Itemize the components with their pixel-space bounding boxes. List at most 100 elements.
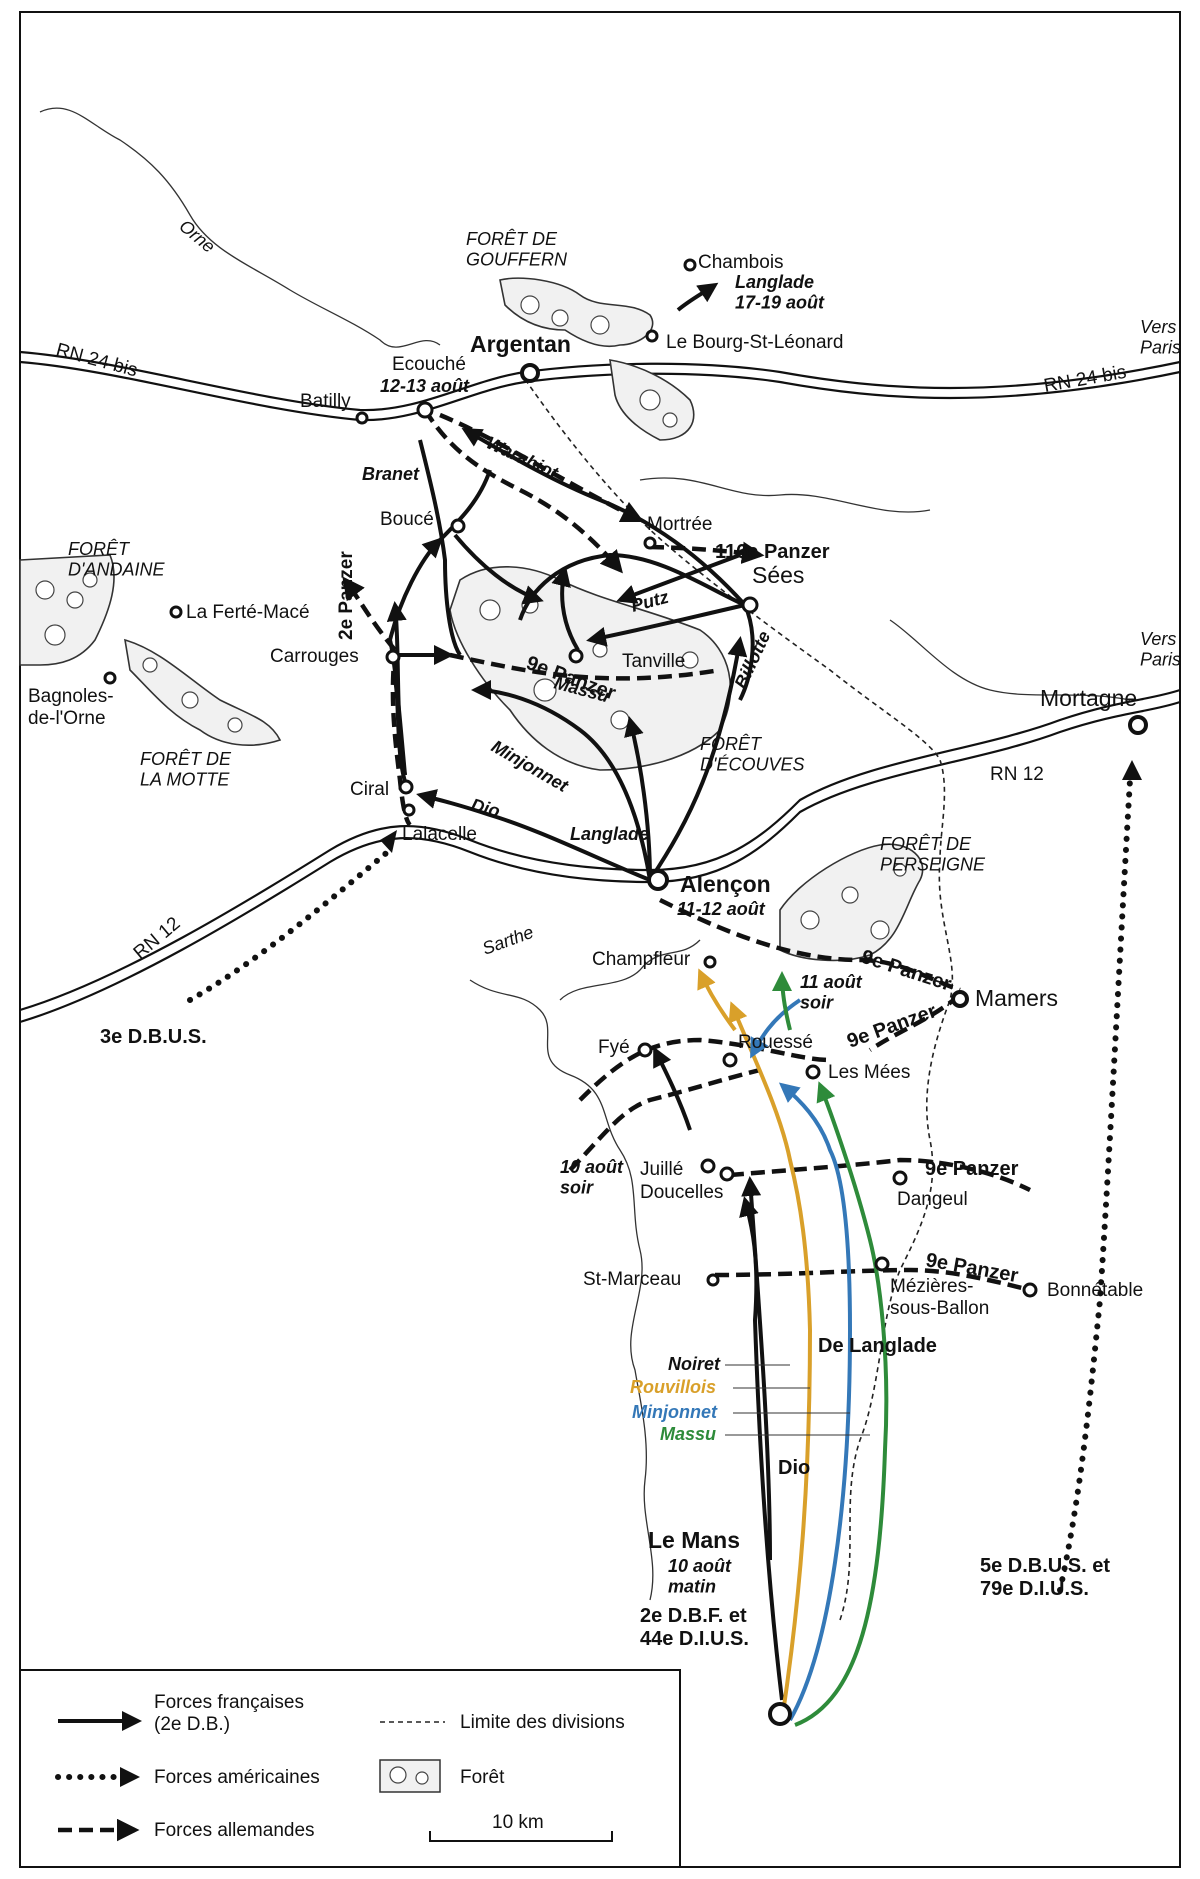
label-orne: Orne <box>175 216 219 257</box>
marker-lemans <box>768 1702 792 1726</box>
marker-mees <box>805 1064 821 1080</box>
column-key-minjonnet: Minjonnet <box>632 1402 718 1422</box>
cmd-langlade: Langlade <box>570 824 649 844</box>
label-mamers: Mamers <box>975 985 1058 1011</box>
unit-de-langlade: De Langlade <box>818 1335 937 1357</box>
legend-forest: Forêt <box>460 1767 505 1788</box>
label-sarthe: Sarthe <box>480 922 537 959</box>
marker-rouesse <box>722 1052 738 1068</box>
creek-east <box>889 619 1131 701</box>
marker-ciral <box>398 779 414 795</box>
marker-ferte <box>169 605 183 619</box>
rn24-road <box>19 350 1181 412</box>
french-moves <box>386 282 784 1701</box>
label-rn12-right: RN 12 <box>990 764 1044 785</box>
town-markers <box>103 258 1148 1726</box>
marker-bagnoles <box>103 671 117 685</box>
label-lemans: Le Mans <box>648 1527 740 1553</box>
legend: Forces françaises(2e D.B.) Forces améric… <box>19 1669 681 1868</box>
marker-alencon <box>647 869 669 891</box>
label-alencon: Alençon <box>680 871 771 897</box>
legend-french: Forces françaises(2e D.B.) <box>154 1692 304 1735</box>
marker-champfleur <box>703 955 717 969</box>
legend-limit: Limite des divisions <box>460 1712 625 1733</box>
marker-doucelles <box>719 1166 735 1182</box>
unit-3e-dbus: 3e D.B.U.S. <box>100 1026 207 1048</box>
sarthe-river <box>469 979 654 1601</box>
marker-chambois <box>683 258 697 272</box>
label-rn24-right: RN 24 bis <box>1042 362 1128 397</box>
marker-bonnetable <box>1022 1282 1038 1298</box>
rn24-road-2 <box>19 360 1181 422</box>
marker-mezieres <box>874 1256 890 1272</box>
marker-fye <box>637 1042 653 1058</box>
label-sees: Sées <box>752 562 804 588</box>
cmd-dio-c: Dio <box>469 795 502 822</box>
marker-argentan <box>520 363 540 383</box>
marker-carrouges <box>385 649 401 665</box>
label-bourg: Le Bourg-St-Léonard <box>666 332 843 353</box>
german-lines <box>342 408 1032 1293</box>
label-ecouche: Ecouché <box>392 354 466 375</box>
date-alencon: 11-12 août <box>677 899 766 919</box>
forest-gouffern <box>499 277 695 441</box>
label-stmarceau: St-Marceau <box>583 1269 681 1290</box>
label-bagnoles: Bagnoles-de-l'Orne <box>28 686 114 729</box>
marker-sees <box>741 596 759 614</box>
us-arrow-3e <box>380 830 397 853</box>
marker-mortree <box>643 536 657 550</box>
creek-north <box>639 477 931 513</box>
legend-forest-swatch <box>379 1759 441 1793</box>
marker-batilly <box>355 411 369 425</box>
legend-scale: 10 km <box>492 1812 544 1833</box>
legend-american: Forces américaines <box>154 1767 320 1788</box>
label-rn24-left: RN 24 bis <box>54 340 140 382</box>
us-arrow-5e <box>1122 760 1142 780</box>
marker-juille <box>700 1158 716 1174</box>
marker-stmarceau <box>706 1273 720 1287</box>
label-batilly: Batilly <box>300 391 351 412</box>
date-ecouche: 12-13 août <box>380 376 470 396</box>
marker-bourg <box>645 329 659 343</box>
forest-perseigne <box>779 843 924 962</box>
unit-9-panzer-mees: 9e Panzer <box>844 1000 939 1053</box>
label-chambois: Chambois <box>698 252 784 273</box>
label-mortagne: Mortagne <box>1040 685 1137 711</box>
division-limit <box>519 371 954 1621</box>
label-champfleur: Champfleur <box>592 949 691 970</box>
label-carrouges: Carrouges <box>270 646 359 667</box>
label-ciral: Ciral <box>350 779 389 800</box>
label-tanville: Tanville <box>622 651 685 672</box>
unit-9-panzer-dangeul: 9e Panzer <box>925 1158 1019 1180</box>
label-doucelles: Doucelles <box>640 1182 723 1203</box>
column-key-noiret: Noiret <box>668 1354 721 1374</box>
label-lalacelle: Lalacelle <box>402 824 477 845</box>
label-ferte: La Ferté-Macé <box>186 602 310 623</box>
unit-9-panzer-mamers: 9e Panzer <box>858 946 954 996</box>
cmd-putz: Putz <box>629 587 671 616</box>
label-juille: Juillé <box>640 1159 683 1180</box>
marker-dangeul <box>892 1170 908 1186</box>
marker-mortagne <box>1128 715 1148 735</box>
label-mees: Les Mées <box>828 1062 910 1083</box>
cmd-dio-s: Dio <box>778 1457 810 1479</box>
cmd-branet: Branet <box>362 464 420 484</box>
legend-scale-bar <box>429 1831 613 1842</box>
label-rn12-left: RN 12 <box>130 913 185 964</box>
unit-116-panzer: 116e Panzer <box>715 541 830 563</box>
rn12-road <box>19 688 1181 1012</box>
marker-ecouche <box>416 401 434 419</box>
legend-american-arrow <box>120 1767 140 1787</box>
marker-tanville <box>568 648 584 664</box>
